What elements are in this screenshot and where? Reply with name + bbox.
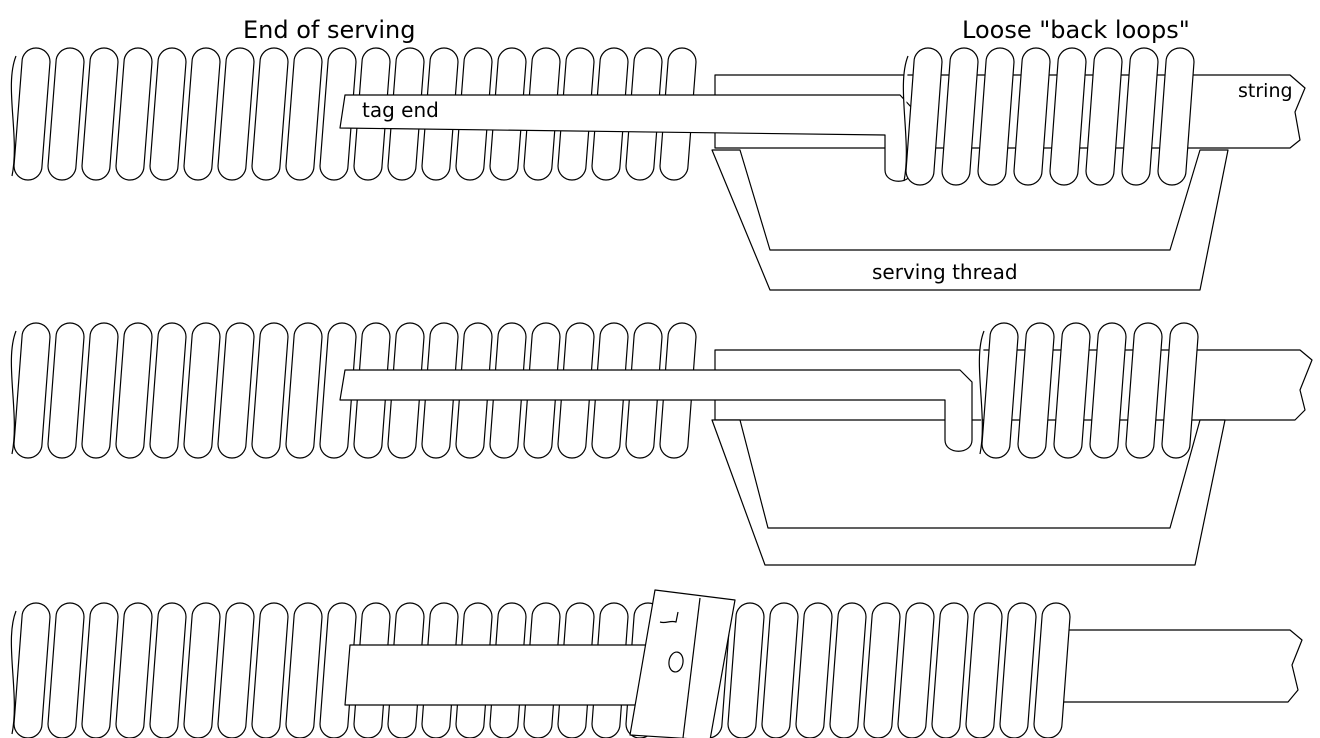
serving-coil (217, 322, 255, 459)
serving-coil (251, 47, 289, 181)
serving-coil (829, 602, 867, 738)
serving-coil (285, 47, 323, 181)
serving-coil (81, 47, 119, 181)
serving-coil (183, 322, 221, 459)
serving-coil (13, 602, 51, 738)
serving-coil (999, 602, 1037, 738)
back-loops (902, 47, 1195, 186)
serving-coil (1085, 47, 1123, 186)
tag-end (344, 644, 661, 706)
label-end-of-serving: End of serving (243, 16, 415, 44)
serving-coil (795, 602, 833, 738)
serving-coil (1017, 322, 1055, 459)
serving-coil (319, 322, 357, 459)
label-serving-thread: serving thread (872, 260, 1018, 284)
label-string: string (1238, 80, 1293, 102)
serving-coil (1049, 47, 1087, 186)
label-back-loops: Loose "back loops" (962, 16, 1190, 44)
serving-coil (47, 47, 85, 181)
serving-coil (149, 602, 187, 738)
serving-coil (1013, 47, 1051, 186)
serving-coil (285, 602, 323, 738)
serving-coil (183, 602, 221, 738)
tag-end (339, 369, 973, 452)
serving-coils-left (10, 47, 697, 181)
serving-coil (1125, 322, 1163, 459)
serving-coil (149, 322, 187, 459)
razor-blade-icon (629, 589, 736, 738)
serving-coil (81, 602, 119, 738)
serving-coil (1053, 322, 1091, 459)
serving-coil (13, 47, 51, 181)
serving-coil (941, 47, 979, 186)
serving-coil (319, 47, 357, 181)
serving-coil (183, 47, 221, 181)
serving-coil (1121, 47, 1159, 186)
back-loops (978, 322, 1199, 459)
serving-coil (1033, 602, 1071, 738)
serving-coil (251, 602, 289, 738)
serving-coil (217, 602, 255, 738)
serving-coil (251, 322, 289, 459)
serving-coil (285, 322, 323, 459)
serving-coil (149, 47, 187, 181)
serving-coil (81, 322, 119, 459)
serving-coil (1089, 322, 1127, 459)
label-tag-end: tag end (362, 98, 439, 122)
serving-coil (863, 602, 901, 738)
panel-step-1 (10, 47, 1306, 291)
serving-coil (897, 602, 935, 738)
serving-coil (115, 322, 153, 459)
serving-coil (977, 47, 1015, 186)
panel-step-2 (10, 322, 1313, 566)
serving-coil (115, 602, 153, 738)
serving-coil (115, 47, 153, 181)
serving-coil (727, 602, 765, 738)
serving-thread-loop (711, 149, 1229, 291)
serving-thread-loop (711, 419, 1226, 566)
serving-coil (47, 602, 85, 738)
serving-coil (931, 602, 969, 738)
serving-coil (13, 322, 51, 459)
serving-coil (905, 47, 943, 186)
serving-coil (217, 47, 255, 181)
serving-coil (761, 602, 799, 738)
string-core (1059, 629, 1303, 703)
serving-coil (1161, 322, 1199, 459)
serving-coil (1157, 47, 1195, 186)
serving-coil (47, 322, 85, 459)
panel-step-3 (10, 589, 1303, 738)
serving-coil (981, 322, 1019, 459)
serving-coil (965, 602, 1003, 738)
